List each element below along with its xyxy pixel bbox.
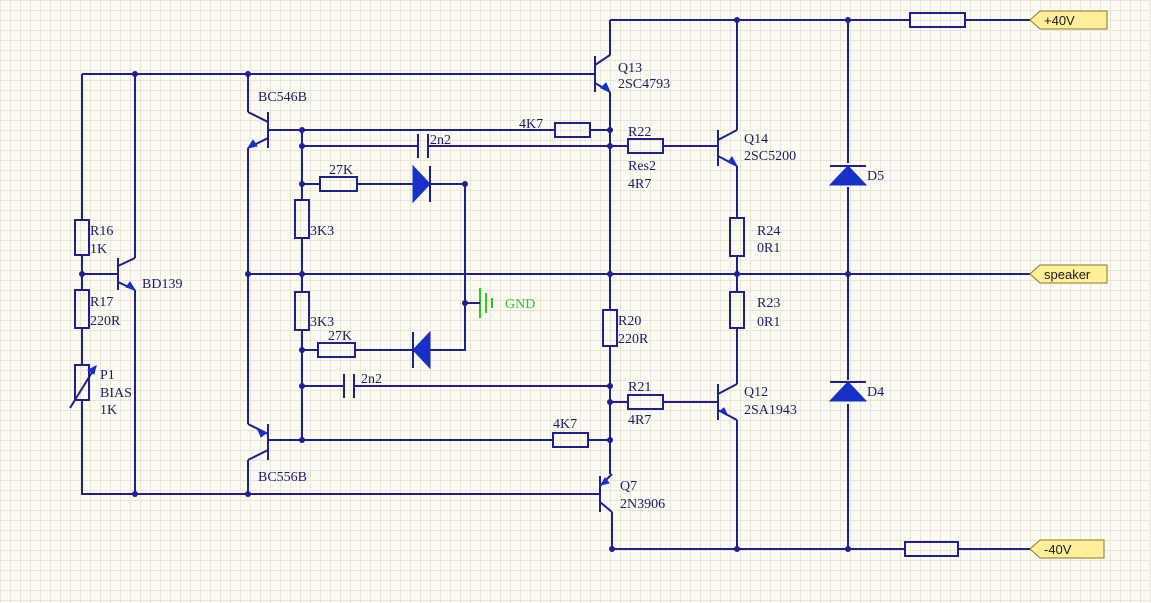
port-vplus-label: +40V	[1044, 13, 1075, 28]
r17-ref: R17	[90, 295, 113, 310]
r17-value: 220R	[90, 314, 121, 329]
labels: Q13 2SC4793 Q14 2SC5200 Q12 2SA1943 Q7 2…	[90, 61, 884, 512]
c-bottom-value: 2n2	[361, 372, 382, 387]
r16-ref: R16	[90, 224, 113, 239]
transistor-q14	[717, 129, 739, 168]
potentiometer-p1	[74, 364, 90, 401]
q13-part: 2SC4793	[618, 77, 670, 92]
bd139-part: BD139	[142, 277, 182, 292]
wires	[81, 19, 1030, 550]
resistor-27k-top	[319, 176, 358, 192]
r22-value2: 4R7	[628, 177, 651, 192]
capacitors	[343, 134, 429, 398]
resistors	[69, 12, 966, 557]
r4k7-top-value: 4K7	[519, 117, 543, 132]
resistor-4k7-bottom	[552, 432, 589, 448]
bc556b-part: BC556B	[258, 470, 307, 485]
r3k3-top-value: 3K3	[310, 224, 334, 239]
p1-ref: P1	[100, 368, 115, 383]
r24-ref: R24	[757, 224, 780, 239]
port-vminus: -40V	[1029, 539, 1105, 559]
resistor-r22	[627, 138, 664, 154]
junctions	[79, 17, 851, 552]
q12-part: 2SA1943	[744, 403, 797, 418]
resistor-r24	[729, 217, 745, 257]
diode-27k-bottom	[412, 330, 431, 370]
c-top-value: 2n2	[430, 133, 451, 148]
transistor-q12	[717, 383, 738, 421]
transistor-q13	[594, 54, 611, 93]
q7-part: 2N3906	[620, 497, 665, 512]
fuse-negative	[904, 541, 959, 557]
transistor-bc556b	[247, 423, 269, 461]
transistor-bc546b	[246, 111, 269, 149]
diode-d4	[828, 381, 868, 402]
resistor-3k3-bottom	[294, 291, 310, 331]
d5-ref: D5	[867, 169, 884, 184]
bc546b-part: BC546B	[258, 90, 307, 105]
r16-value: 1K	[90, 242, 107, 257]
q14-ref: Q14	[744, 132, 768, 147]
r21-ref: R21	[628, 380, 651, 395]
p1-value2: 1K	[100, 403, 117, 418]
q13-ref: Q13	[618, 61, 642, 76]
diode-d5	[828, 165, 868, 186]
resistor-r21	[627, 394, 664, 410]
port-vplus: +40V	[1029, 10, 1108, 30]
resistor-3k3-top	[294, 199, 310, 239]
port-vminus-label: -40V	[1044, 542, 1072, 557]
r23-value: 0R1	[757, 315, 780, 330]
capacitor-2n2-bottom	[343, 374, 355, 398]
r23-ref: R23	[757, 296, 780, 311]
resistor-r16	[74, 219, 90, 256]
fuse-positive	[909, 12, 966, 28]
resistor-27k-bottom	[317, 342, 356, 358]
r22-value: Res2	[628, 159, 656, 174]
port-speaker: speaker	[1029, 264, 1108, 284]
r3k3-bottom-value: 3K3	[310, 315, 334, 330]
q12-ref: Q12	[744, 385, 768, 400]
r22-ref: R22	[628, 125, 651, 140]
r20-ref: R20	[618, 314, 641, 329]
diodes	[412, 164, 868, 402]
port-speaker-label: speaker	[1044, 267, 1091, 282]
capacitor-2n2-top	[417, 134, 429, 158]
transistor-q7	[599, 473, 613, 513]
diode-27k-top	[412, 164, 431, 204]
r4k7-bottom-value: 4K7	[553, 417, 577, 432]
resistor-4k7-top	[554, 122, 591, 138]
q14-part: 2SC5200	[744, 149, 796, 164]
resistor-r17	[74, 289, 90, 329]
d4-ref: D4	[867, 385, 884, 400]
q7-ref: Q7	[620, 479, 637, 494]
r27k-bottom-value: 27K	[328, 329, 352, 344]
resistor-r20	[602, 309, 618, 347]
r21-value: 4R7	[628, 413, 651, 428]
r27k-top-value: 27K	[329, 163, 353, 178]
p1-value: BIAS	[100, 386, 132, 401]
ground-symbol	[465, 288, 493, 318]
transistor-bd139	[117, 257, 137, 291]
r24-value: 0R1	[757, 241, 780, 256]
ground-label: GND	[505, 297, 535, 312]
r20-value: 220R	[618, 332, 649, 347]
resistor-r23	[729, 291, 745, 329]
